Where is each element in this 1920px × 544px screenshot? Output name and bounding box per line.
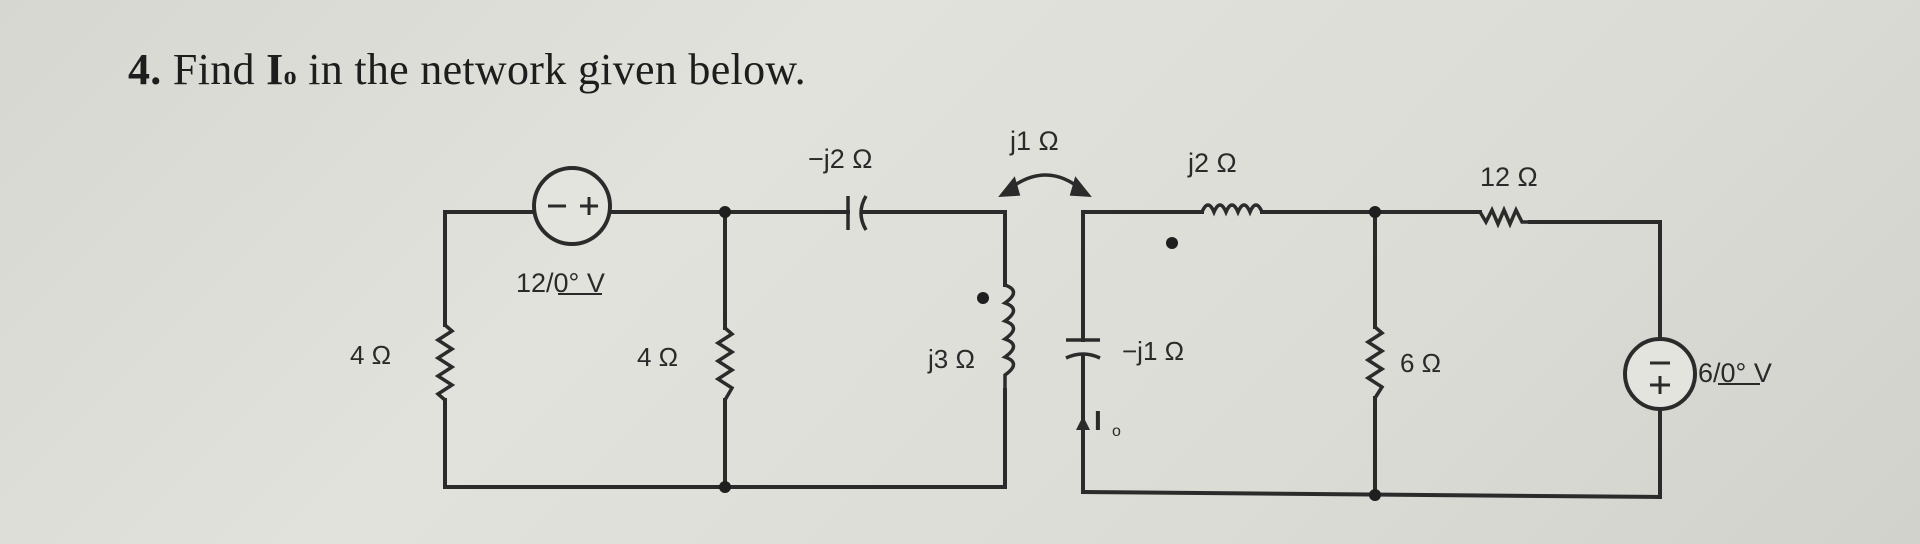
capacitor-right <box>1065 338 1101 360</box>
resistor-right-mid <box>1364 325 1386 399</box>
dot-primary <box>977 292 989 304</box>
inductor-top <box>1200 203 1264 217</box>
label-current-sub: o <box>1112 423 1121 440</box>
voltage-source-left <box>532 166 612 246</box>
label-r-left-outer: 4 Ω <box>350 340 391 370</box>
voltage-source-right <box>1623 337 1697 411</box>
question-variable-subscript: o <box>283 61 297 90</box>
coupling-arrow <box>998 173 1092 197</box>
inductor-primary <box>1001 283 1016 390</box>
current-arrow <box>1076 416 1090 430</box>
dot-secondary <box>1166 237 1178 249</box>
label-coupling: j1 Ω <box>1009 126 1059 156</box>
resistor-left-mid <box>714 326 736 401</box>
question-variable: I <box>266 45 284 94</box>
question-text: 4. Find Io in the network given below. <box>128 44 806 95</box>
node-left-bottom <box>719 481 731 493</box>
label-ind-top: j2 Ω <box>1187 148 1237 178</box>
node-right-bottom <box>1369 489 1381 501</box>
label-current: I <box>1094 405 1102 436</box>
node-left-top <box>719 206 731 218</box>
label-r-right-top: 12 Ω <box>1480 162 1538 192</box>
wire-right-top-d <box>1528 220 1662 342</box>
question-text-after: in the network given below. <box>308 45 806 94</box>
label-r-right-mid: 6 Ω <box>1400 348 1441 378</box>
resistor-right-top <box>1478 205 1530 229</box>
resistor-left-outer <box>434 323 456 402</box>
node-right-top <box>1369 206 1381 218</box>
question-text-before: Find <box>172 45 255 94</box>
capacitor-top <box>846 195 868 231</box>
label-cap-top: −j2 Ω <box>808 144 872 174</box>
label-r-left-mid: 4 Ω <box>637 342 678 372</box>
wire-left-top-d <box>860 210 1007 287</box>
label-cap-right: −j1 Ω <box>1122 336 1184 366</box>
question-number: 4. <box>128 45 162 94</box>
label-ind-primary: j3 Ω <box>927 344 975 374</box>
